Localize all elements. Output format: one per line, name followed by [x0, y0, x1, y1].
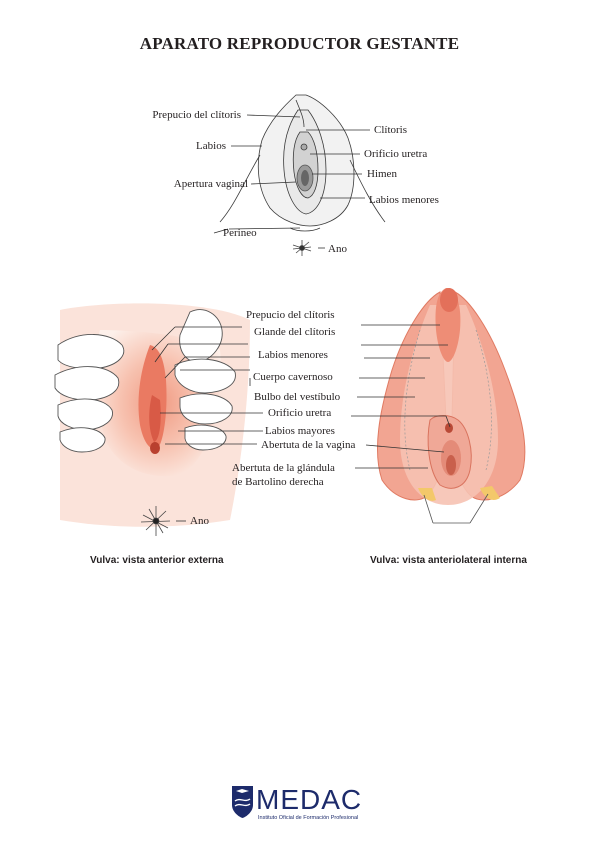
label-bartolino-line1: Abertuta de la glándula — [232, 462, 335, 474]
medac-logo-icon — [232, 786, 253, 818]
label-bulbo-vestibulo: Bulbo del vestíbulo — [254, 391, 341, 403]
label-bottom-ano: Ano — [190, 515, 209, 527]
page-title: APARATO REPRODUCTOR GESTANTE — [139, 34, 460, 53]
medac-logo-text: MEDAC — [256, 784, 363, 815]
label-top-prepucio: Prepucio del clítoris — [152, 109, 241, 121]
label-labios-menores: Labios menores — [258, 349, 328, 361]
internal-vulva-illustration — [377, 288, 526, 524]
top-vulva-drawing — [219, 94, 386, 232]
label-top-labios: Labios — [196, 140, 226, 152]
label-glande-clitoris: Glande del clítoris — [254, 326, 336, 338]
external-vulva-illustration — [54, 303, 250, 527]
bottom-anus-icon — [140, 506, 171, 536]
label-labios-mayores: Labios mayores — [265, 425, 335, 437]
label-top-clitoris: Clítoris — [374, 124, 408, 136]
caption-vista-externa: Vulva: vista anterior externa — [90, 555, 224, 566]
top-leader-lines — [213, 114, 370, 249]
label-top-apertura: Apertura vaginal — [173, 178, 248, 190]
caption-vista-interna: Vulva: vista anteriolateral interna — [370, 555, 527, 566]
label-abertura-vagina: Abertuta de la vagina — [261, 439, 356, 451]
label-prepucio-clitoris: Prepucio del clítoris — [246, 309, 335, 321]
label-orificio-uretra: Orificio uretra — [268, 407, 332, 419]
label-top-orificio: Orificio uretra — [364, 148, 428, 160]
bottom-leader-lines — [151, 324, 451, 522]
label-top-perineo: Perineo — [223, 227, 257, 239]
medac-logo-tagline: Instituto Oficial de Formación Profesion… — [258, 815, 359, 821]
label-top-himen: Himen — [367, 168, 397, 180]
label-bartolino-line2: de Bartolino derecha — [232, 476, 324, 488]
top-anus-icon — [292, 240, 312, 256]
label-top-labios-menores: Labios menores — [369, 194, 439, 206]
label-top-ano: Ano — [328, 243, 347, 255]
label-cuerpo-cavernoso: Cuerpo cavernoso — [253, 371, 333, 383]
